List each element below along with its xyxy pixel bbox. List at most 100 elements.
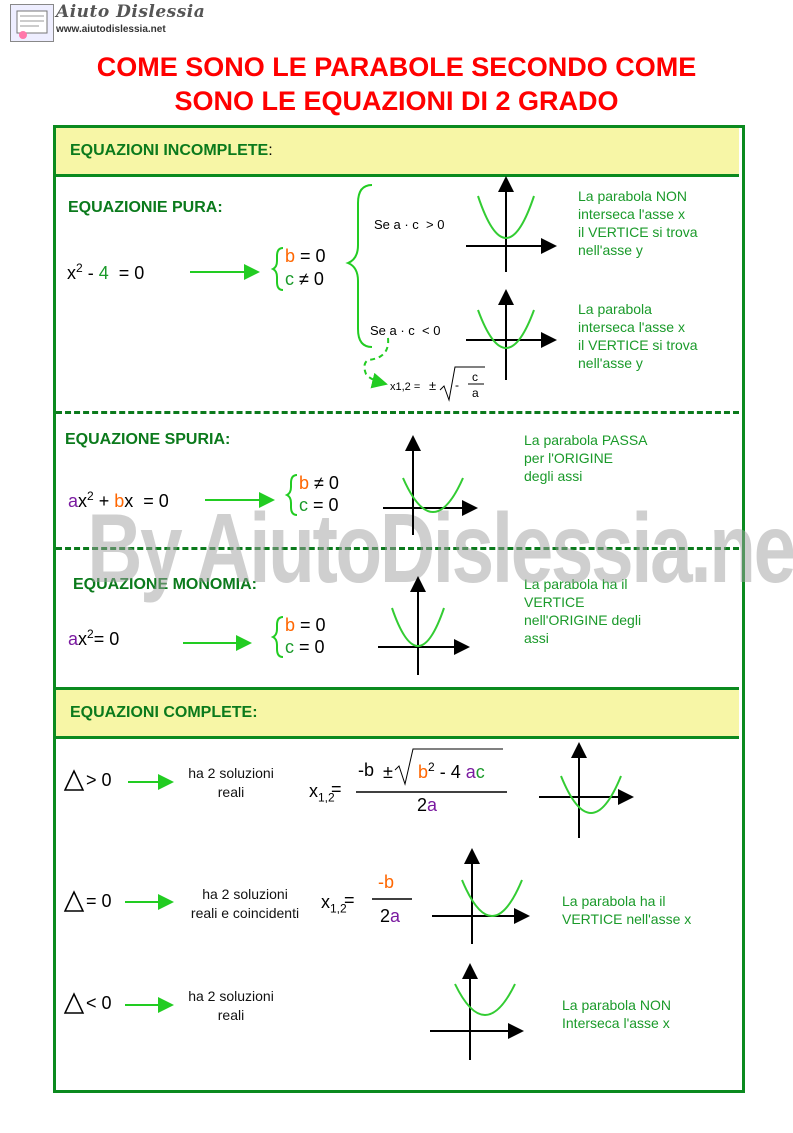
pura-eq-minus: - [82, 263, 99, 283]
dashed-divider [56, 411, 739, 414]
spuria-eq-x1: x [78, 491, 88, 511]
formula1-a: a [465, 762, 476, 782]
text-line: reali [217, 1007, 245, 1023]
monomia-cond-brace-icon [270, 616, 284, 658]
text-line: ha 2 soluzioni [188, 988, 274, 1004]
note-line: nell'asse y [578, 242, 643, 258]
pura-formula-lhs: x1,2 = [390, 381, 421, 393]
note-line: interseca l'asse x [578, 319, 685, 335]
formula1-minus-b: -b [358, 760, 375, 780]
note-line: il VERTICE si trova [578, 337, 698, 353]
pura-cases-brace-icon [345, 184, 373, 348]
spuria-cond-c-rest: = 0 [308, 495, 339, 515]
pura-cond-c-rest: ≠ 0 [294, 269, 324, 289]
note-line: La parabola [578, 301, 652, 317]
case3-note: La parabola NON Interseca l'asse x [562, 996, 671, 1032]
monomia-cond-c: c = 0 [285, 637, 325, 658]
monomia-cond-b: b = 0 [285, 615, 326, 636]
monomia-label: EQUAZIONE MONOMIA: [73, 576, 257, 593]
logo-title: Aiuto Dislessia [56, 2, 206, 22]
pura-cond-b-rest: = 0 [295, 246, 326, 266]
note-line: VERTICE [524, 594, 585, 610]
note-line: La parabola ha il [524, 576, 628, 592]
pura-case-neg: Se a · c < 0 [370, 323, 441, 338]
monomia-cond-b-var: b [285, 615, 296, 635]
spuria-eq-x2: x [124, 491, 134, 511]
pura-sqrt-icon [439, 366, 485, 402]
note-line: il VERTICE si trova [578, 224, 698, 240]
formula2-num: -b [378, 872, 395, 892]
note-line: La parabola PASSA [524, 432, 648, 448]
text-line: reali [217, 784, 245, 800]
spuria-cond-b: b ≠ 0 [299, 473, 339, 494]
pura-equation: x2 - 4 = 0 [67, 261, 144, 284]
incomplete-header-text: EQUAZIONI INCOMPLETE [70, 142, 269, 159]
note-line: La parabola NON [578, 188, 687, 204]
section-header-complete: EQUAZIONI COMPLETE: [56, 690, 739, 736]
logo-url[interactable]: www.aiutodislessia.net [56, 24, 166, 35]
formula1-den-a: a [427, 795, 438, 815]
delta-icon [63, 890, 85, 912]
case2-text: ha 2 soluzioni reali e coincidenti [180, 885, 310, 923]
case3-text: ha 2 soluzioni reali [175, 987, 287, 1025]
pura-cond-c-var: c [285, 269, 294, 289]
monomia-cond-c-rest: = 0 [294, 637, 325, 657]
section-header-incomplete: EQUAZIONI INCOMPLETE: [56, 128, 739, 176]
monomia-cond-b-rest: = 0 [295, 615, 326, 635]
monomia-note: La parabola ha il VERTICE nell'ORIGINE d… [524, 575, 641, 647]
pura-formula-num: c [472, 370, 478, 384]
pura-eq-const: 4 [98, 263, 109, 283]
note-line: assi [524, 630, 549, 646]
monomia-eq-a: a [68, 629, 79, 649]
note-line: nell'ORIGINE degli [524, 612, 642, 628]
formula2-sub: 1,2 [330, 901, 347, 916]
spuria-cond-b-rest: ≠ 0 [309, 473, 339, 493]
spuria-eq-exp: 2 [87, 489, 94, 503]
formula1-sub: 1,2 [318, 790, 335, 805]
complete-header-text: EQUAZIONI COMPLETE: [70, 704, 258, 721]
note-line: degli assi [524, 468, 583, 484]
formula1-pm: ± [383, 762, 393, 782]
parabola-graph-monomia [378, 576, 470, 675]
formula1-x: x [309, 781, 318, 801]
formula1-b: b [418, 762, 429, 782]
incomplete-header-colon: : [268, 142, 273, 159]
monomia-eq-exp: 2 [87, 627, 94, 641]
formula2-den: 2a [380, 906, 400, 927]
spuria-cond-brace-icon [284, 474, 298, 516]
formula2-den-a: a [390, 906, 401, 926]
dashed-divider [56, 547, 739, 550]
delta-relation-1: > 0 [86, 770, 112, 790]
note-line: VERTICE nell'asse x [562, 911, 692, 927]
monomia-equation: ax2= 0 [68, 627, 119, 650]
page-title-line1: COME SONO LE PARABOLE SECONDO COME [96, 52, 697, 82]
formula1-lhs: x1,2 [309, 781, 335, 805]
divider [56, 736, 739, 739]
formula2-lhs: x1,2 [321, 892, 347, 916]
logo-icon [10, 4, 54, 42]
monomia-cond-c-var: c [285, 637, 294, 657]
pura-cond-c: c ≠ 0 [285, 269, 324, 290]
text-line: ha 2 soluzioni [188, 765, 274, 781]
formula2-eq: = [344, 890, 355, 910]
spuria-cond-b-var: b [299, 473, 310, 493]
pura-eq-exp: 2 [76, 261, 83, 275]
spuria-cond-c: c = 0 [299, 495, 339, 516]
pura-cond-brace-icon [270, 247, 284, 291]
note-line: La parabola ha il [562, 893, 666, 909]
case2-note: La parabola ha il VERTICE nell'asse x [562, 892, 691, 928]
formula2-x: x [321, 892, 330, 912]
divider [56, 687, 739, 690]
parabola-graph-pura-neg [466, 289, 557, 380]
spuria-cond-c-var: c [299, 495, 308, 515]
formula2-den-2: 2 [380, 906, 391, 926]
spuria-eq-plus: + [93, 491, 115, 511]
formula1-den-2: 2 [417, 795, 428, 815]
watermark: By AiutoDislessia.net [87, 493, 793, 603]
parabola-graph-delta-pos [539, 742, 634, 838]
spuria-eq-rhs: = 0 [133, 491, 169, 511]
delta-relation-3: < 0 [86, 993, 112, 1013]
formula1-b-exp: 2 [428, 760, 435, 774]
parabola-graph-pura-pos [466, 176, 557, 272]
